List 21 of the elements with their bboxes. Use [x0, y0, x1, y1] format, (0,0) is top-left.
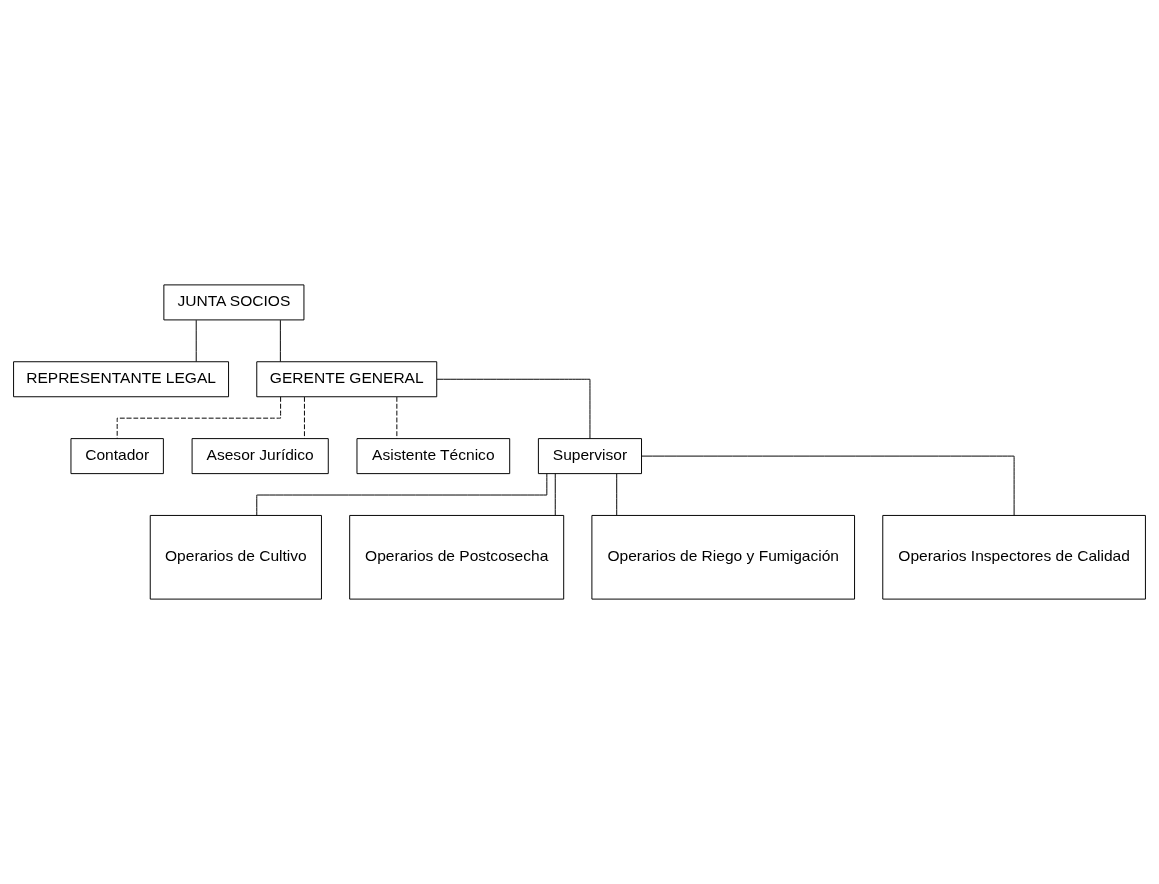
node-box: Operarios de Cultivo	[149, 514, 322, 600]
node-box: Asistente Técnico	[356, 438, 511, 475]
node-box: Operarios Inspectores de Calidad	[882, 514, 1146, 600]
connector	[116, 396, 282, 439]
connector	[303, 396, 305, 439]
connector	[436, 378, 591, 439]
node-box: Contador	[70, 438, 164, 475]
node-box: Supervisor	[537, 438, 642, 475]
connector	[279, 319, 281, 362]
node-box: JUNTA SOCIOS	[163, 284, 305, 321]
connector	[195, 319, 197, 362]
node-box: REPRESENTANTE LEGAL	[13, 361, 230, 398]
connector	[641, 455, 1015, 516]
connector	[256, 473, 548, 516]
node-box: Operarios de Riego y Fumigación	[591, 514, 856, 600]
connector	[396, 396, 398, 439]
connector	[616, 473, 618, 516]
node-box: Asesor Jurídico	[191, 438, 329, 475]
connector	[554, 473, 556, 516]
node-box: Operarios de Postcosecha	[349, 514, 565, 600]
node-box: GERENTE GENERAL	[256, 361, 438, 398]
